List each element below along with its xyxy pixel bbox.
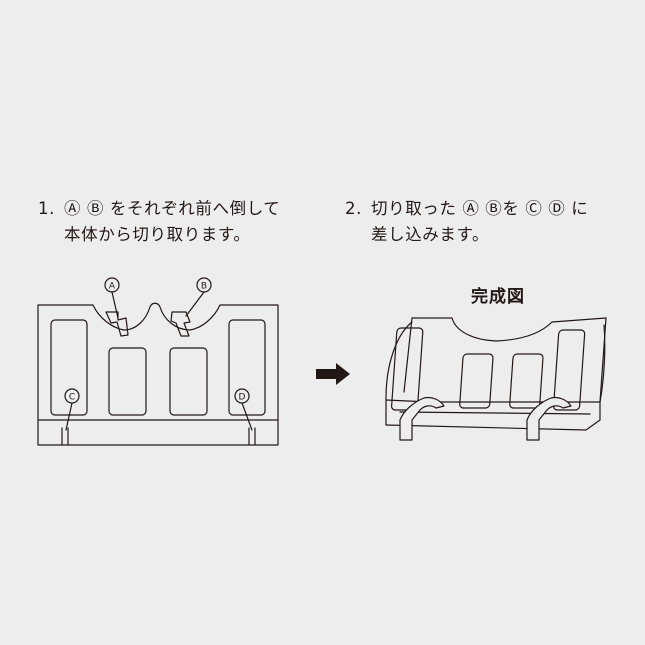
holder-window-right: [552, 329, 586, 411]
holder-window-center-right: [509, 353, 544, 409]
sheet-window-center-left: [108, 347, 147, 416]
label-d-leader: [241, 402, 253, 431]
holder-left-side: [385, 321, 413, 426]
label-b-circle: [196, 277, 212, 293]
holder-stand-left: [399, 396, 445, 441]
label-c-circle: [64, 388, 80, 404]
label-a-leader: [111, 291, 119, 319]
sheet-outline: [37, 302, 279, 446]
holder-bottom-inner: [399, 411, 591, 415]
tab-a-shape: [105, 311, 129, 337]
label-d-circle: [234, 388, 250, 404]
step-1-number: 1.: [38, 199, 55, 218]
holder-window-left: [390, 327, 424, 411]
label-c-text: C: [69, 393, 75, 403]
label-b-leader: [185, 291, 205, 317]
tab-b-shape: [170, 311, 191, 337]
holder-stand-right: [526, 396, 572, 441]
assembled-holder-diagram: [385, 317, 607, 441]
arrow-right-icon: [316, 363, 350, 385]
label-c-leader: [65, 402, 73, 431]
holder-right-side: [599, 324, 606, 403]
holder-front-lip-lower: [385, 401, 601, 431]
step-2-line-2: 差し込みます。: [371, 225, 490, 244]
step-1-instruction: 1. Ⓐ Ⓑ をそれぞれ前へ倒して 本体から切り取ります。: [38, 196, 280, 248]
step-1-line-2: 本体から切り取ります。: [64, 225, 251, 244]
holder-back-panel: [411, 317, 607, 403]
step-2-number: 2.: [345, 199, 362, 218]
step-1-line-1: Ⓐ Ⓑ をそれぞれ前へ倒して: [64, 199, 281, 218]
holder-window-center-left: [459, 353, 494, 409]
flat-sheet-diagram: A B C D: [37, 277, 279, 446]
label-d-text: D: [239, 393, 246, 403]
label-b-text: B: [201, 282, 207, 292]
step-2-instruction: 2. 切り取った Ⓐ Ⓑを Ⓒ Ⓓ に 差し込みます。: [345, 196, 588, 248]
sheet-window-center-right: [169, 347, 208, 416]
step-2-line-1: 切り取った Ⓐ Ⓑを Ⓒ Ⓓ に: [371, 199, 589, 218]
label-a-text: A: [109, 282, 116, 292]
holder-back-left-edge: [403, 317, 413, 393]
label-a-circle: [104, 277, 120, 293]
completed-figure-label: 完成図: [471, 287, 525, 307]
